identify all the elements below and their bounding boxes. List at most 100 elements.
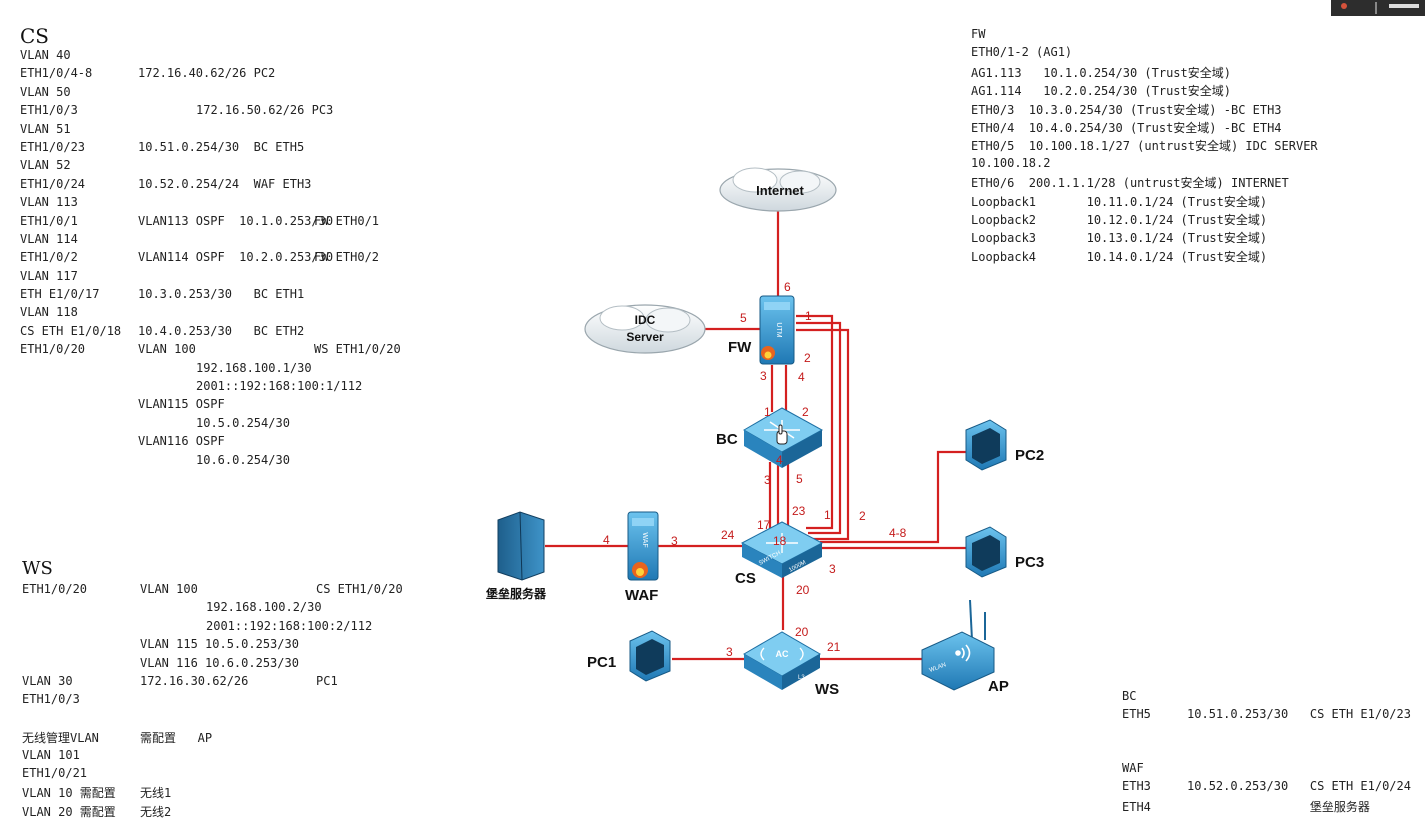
fw-device[interactable]: UTM <box>759 295 795 365</box>
config-cell: 172.16.40.62/26 PC2 <box>138 66 276 81</box>
pc3-icon[interactable] <box>965 526 1007 578</box>
config-row: 2001::192:168:100:2/112 <box>22 619 372 637</box>
config-row: ETH1/0/20 VLAN 100 CS ETH1/0/20 <box>22 582 403 600</box>
pc2-icon[interactable] <box>965 419 1007 471</box>
internet-label: Internet <box>756 183 804 198</box>
waf-device[interactable]: WAF <box>627 511 659 581</box>
config-row: VLAN 118 <box>20 305 78 323</box>
config-cell: VLAN 20 需配置 <box>22 804 116 819</box>
port-label: 3 <box>726 645 733 659</box>
ap-label: AP <box>988 678 1009 695</box>
config-line: AG1.114 10.2.0.254/30 (Trust安全域) <box>971 84 1231 99</box>
config-cell: VLAN 115 10.5.0.253/30 <box>140 637 299 652</box>
config-cell: VLAN 101 <box>22 747 80 762</box>
config-line: ETH4 堡垒服务器 <box>1122 799 1370 814</box>
wifi-icon <box>955 644 971 662</box>
cs-device[interactable]: SWITCH 1000M <box>740 521 824 578</box>
port-label: 23 <box>792 504 806 518</box>
fw-label: FW <box>728 339 752 356</box>
config-row: 10.5.0.254/30 <box>20 416 290 434</box>
config-cell: VLAN113 OSPF 10.1.0.253/30 <box>138 213 334 228</box>
server-icon[interactable] <box>497 511 545 581</box>
ws-config-rows: ETH1/0/20 VLAN 100 CS ETH1/0/20 192.168.100… <box>22 582 403 821</box>
port-label: 24 <box>721 528 735 542</box>
config-cell: WS ETH1/0/20 <box>314 342 401 357</box>
config-row: 2001::192:168:100:1/112 <box>20 379 362 397</box>
ws-device[interactable]: AC L3 <box>743 631 821 690</box>
config-cell: ETH1/0/21 <box>22 765 88 780</box>
config-cell: 10.6.0.254/30 <box>196 452 290 467</box>
config-cell: VLAN 117 <box>20 268 78 283</box>
config-line: ETH0/4 10.4.0.254/30 (Trust安全域) -BC ETH4 <box>971 120 1282 135</box>
config-cell: 192.168.100.2/30 <box>206 600 322 615</box>
config-cell: 2001::192:168:100:1/112 <box>196 379 363 394</box>
port-label: 20 <box>795 625 809 639</box>
ws-label: WS <box>815 681 839 698</box>
pc1-label: PC1 <box>587 654 616 671</box>
config-cell: 无线管理VLAN <box>22 731 99 746</box>
cs-label: CS <box>735 570 756 587</box>
config-cell: PC1 <box>316 673 338 688</box>
config-cell: FW ETH0/2 <box>314 250 380 265</box>
config-row: VLAN 50 <box>20 85 71 103</box>
port-labels: 6 5 1 2 3 4 1 2 4 3 5 23 1 2 4-8 24 17 1… <box>603 280 907 659</box>
config-line: Loopback3 10.13.0.1/24 (Trust安全域) <box>971 231 1268 246</box>
config-cell: 10.51.0.254/30 BC ETH5 <box>138 139 305 154</box>
config-cell: ETH1/0/23 <box>20 139 86 154</box>
config-cell: 10.3.0.253/30 BC ETH1 <box>138 287 305 302</box>
config-line: ETH3 10.52.0.253/30 CS ETH E1/0/24 <box>1122 779 1411 794</box>
config-row: VLAN 117 <box>20 269 78 287</box>
config-cell: CS ETH1/0/20 <box>316 582 403 596</box>
port-label: 3 <box>764 473 771 487</box>
window-control-bar <box>1331 0 1425 16</box>
idc-label-1: IDC <box>635 313 656 327</box>
config-row: 192.168.100.2/30 <box>22 600 322 618</box>
port-label: 5 <box>740 311 747 325</box>
config-cell: ETH1/0/3 <box>22 692 80 707</box>
pc1-icon[interactable] <box>629 630 671 682</box>
config-line: FW <box>971 27 986 41</box>
port-label: 18 <box>773 534 787 548</box>
port-label: 20 <box>796 583 810 597</box>
bc-device[interactable] <box>743 407 824 468</box>
port-label: 3 <box>829 562 836 576</box>
config-line: ETH0/6 200.1.1.1/28 (untrust安全域) INTERNE… <box>971 176 1289 191</box>
ap-device[interactable]: WLAN <box>921 599 995 691</box>
internet-cloud: Internet <box>719 167 837 212</box>
ws-title: WS <box>22 558 53 579</box>
port-label: 4 <box>776 453 783 467</box>
config-row: 192.168.100.1/30 <box>20 361 312 379</box>
port-label: 2 <box>802 405 809 419</box>
port-label: 1 <box>805 309 812 323</box>
port-label: 1 <box>764 405 771 419</box>
config-cell: 需配置 AP <box>140 731 213 746</box>
config-line: ETH0/5 10.100.18.1/27 (untrust安全域) IDC S… <box>971 139 1318 154</box>
config-cell: ETH1/0/20 <box>22 582 88 596</box>
links <box>545 210 968 661</box>
fw-device-text: UTM <box>775 322 782 337</box>
config-cell: ETH1/0/1 <box>20 213 78 228</box>
config-line: ETH0/3 10.3.0.254/30 (Trust安全域) -BC ETH3 <box>971 102 1282 117</box>
menu-icon[interactable] <box>1389 4 1419 8</box>
waf-device-text: WAF <box>641 532 648 547</box>
config-cell: VLAN 100 <box>140 582 198 596</box>
config-cell: 无线2 <box>140 804 172 819</box>
record-icon[interactable] <box>1341 3 1347 9</box>
cs-title: CS <box>20 24 50 48</box>
config-line: ETH5 10.51.0.253/30 CS ETH E1/0/23 <box>1122 707 1411 722</box>
config-cell: 2001::192:168:100:2/112 <box>206 618 373 633</box>
config-line: AG1.113 10.1.0.254/30 (Trust安全域) <box>971 65 1231 80</box>
port-label: 5 <box>796 472 803 486</box>
ws-config: WS ETH1/0/20 VLAN 100 CS ETH1/0/20 192.168.… <box>22 558 403 821</box>
hand-cursor-icon <box>776 424 788 445</box>
config-row: ETH1/0/21 <box>22 766 87 784</box>
